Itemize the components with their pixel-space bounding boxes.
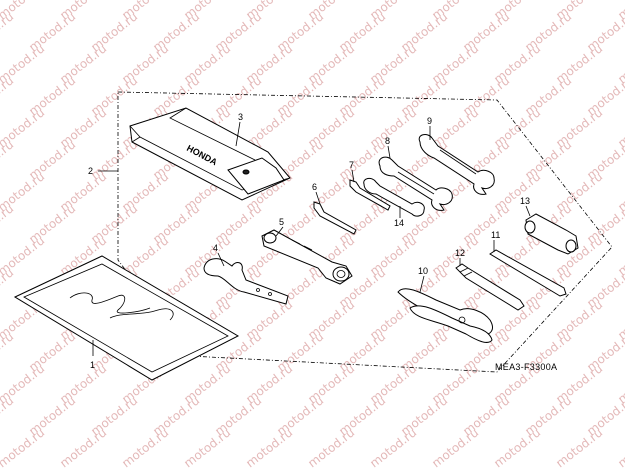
screwdriver-handle: [455, 263, 525, 311]
box-wrench: [261, 229, 353, 285]
callout-2: 2: [88, 166, 93, 176]
open-end-wrench-8: [378, 156, 453, 211]
watermark-text: motod.ru: [0, 329, 16, 374]
callout-13: 13: [520, 196, 530, 206]
callout-11: 11: [491, 230, 500, 240]
watermark-text: motod.ru: [615, 0, 625, 22]
callout-12: 12: [455, 248, 465, 258]
watermark-text: motod.ru: [367, 425, 419, 468]
watermark-text: motod.ru: [181, 425, 233, 468]
callout-14: 14: [394, 218, 404, 228]
watermark-text: motod.ru: [0, 425, 47, 468]
manual-sheet: [13, 255, 240, 381]
watermark-text: motod.ru: [0, 265, 16, 310]
callout-8: 8: [385, 136, 390, 146]
watermark-text: motod.ru: [0, 9, 16, 54]
watermark-text: motod.ru: [0, 137, 16, 182]
screwdriver-shaft: [489, 249, 567, 297]
callout-3: 3: [238, 112, 243, 122]
callout-9: 9: [427, 116, 432, 126]
watermark-text: motod.ru: [491, 425, 543, 468]
diagram-code: MEA3-F3300A: [495, 362, 557, 372]
screwdriver-grip: [524, 213, 579, 255]
leader-lines: [92, 121, 531, 356]
watermark-text: motod.ru: [57, 425, 109, 468]
open-end-wrench-9: [418, 134, 495, 195]
callout-6: 6: [312, 182, 317, 192]
callout-5: 5: [279, 217, 284, 227]
hex-key-large: [313, 201, 357, 235]
callout-10: 10: [418, 266, 428, 276]
combination-wrench: [363, 177, 425, 217]
watermark-text: motod.ru: [615, 425, 625, 468]
watermark-text: motod.ru: [119, 425, 171, 468]
pliers: [397, 288, 493, 343]
bag-snap-icon: [242, 169, 250, 175]
callout-4: 4: [213, 243, 218, 253]
watermark-text: motod.ru: [0, 73, 16, 118]
hex-key-small: [349, 179, 391, 211]
watermark-text: motod.ru: [553, 425, 605, 468]
watermark-text: motod.ru: [0, 201, 16, 246]
tool-bag: HONDA: [129, 107, 291, 201]
watermark-text: motod.ru: [305, 425, 357, 468]
callout-labels: 1 2 3 4 5 6 7 8 9 10 11 12 13 14: [88, 112, 530, 370]
callout-7: 7: [349, 160, 354, 170]
watermark-text: motod.ru: [429, 425, 481, 468]
watermark-text: motod.ru: [243, 425, 295, 468]
assembly-boundary: [117, 91, 613, 373]
watermark-text: motod.ru: [0, 393, 16, 438]
callout-1: 1: [90, 360, 95, 370]
